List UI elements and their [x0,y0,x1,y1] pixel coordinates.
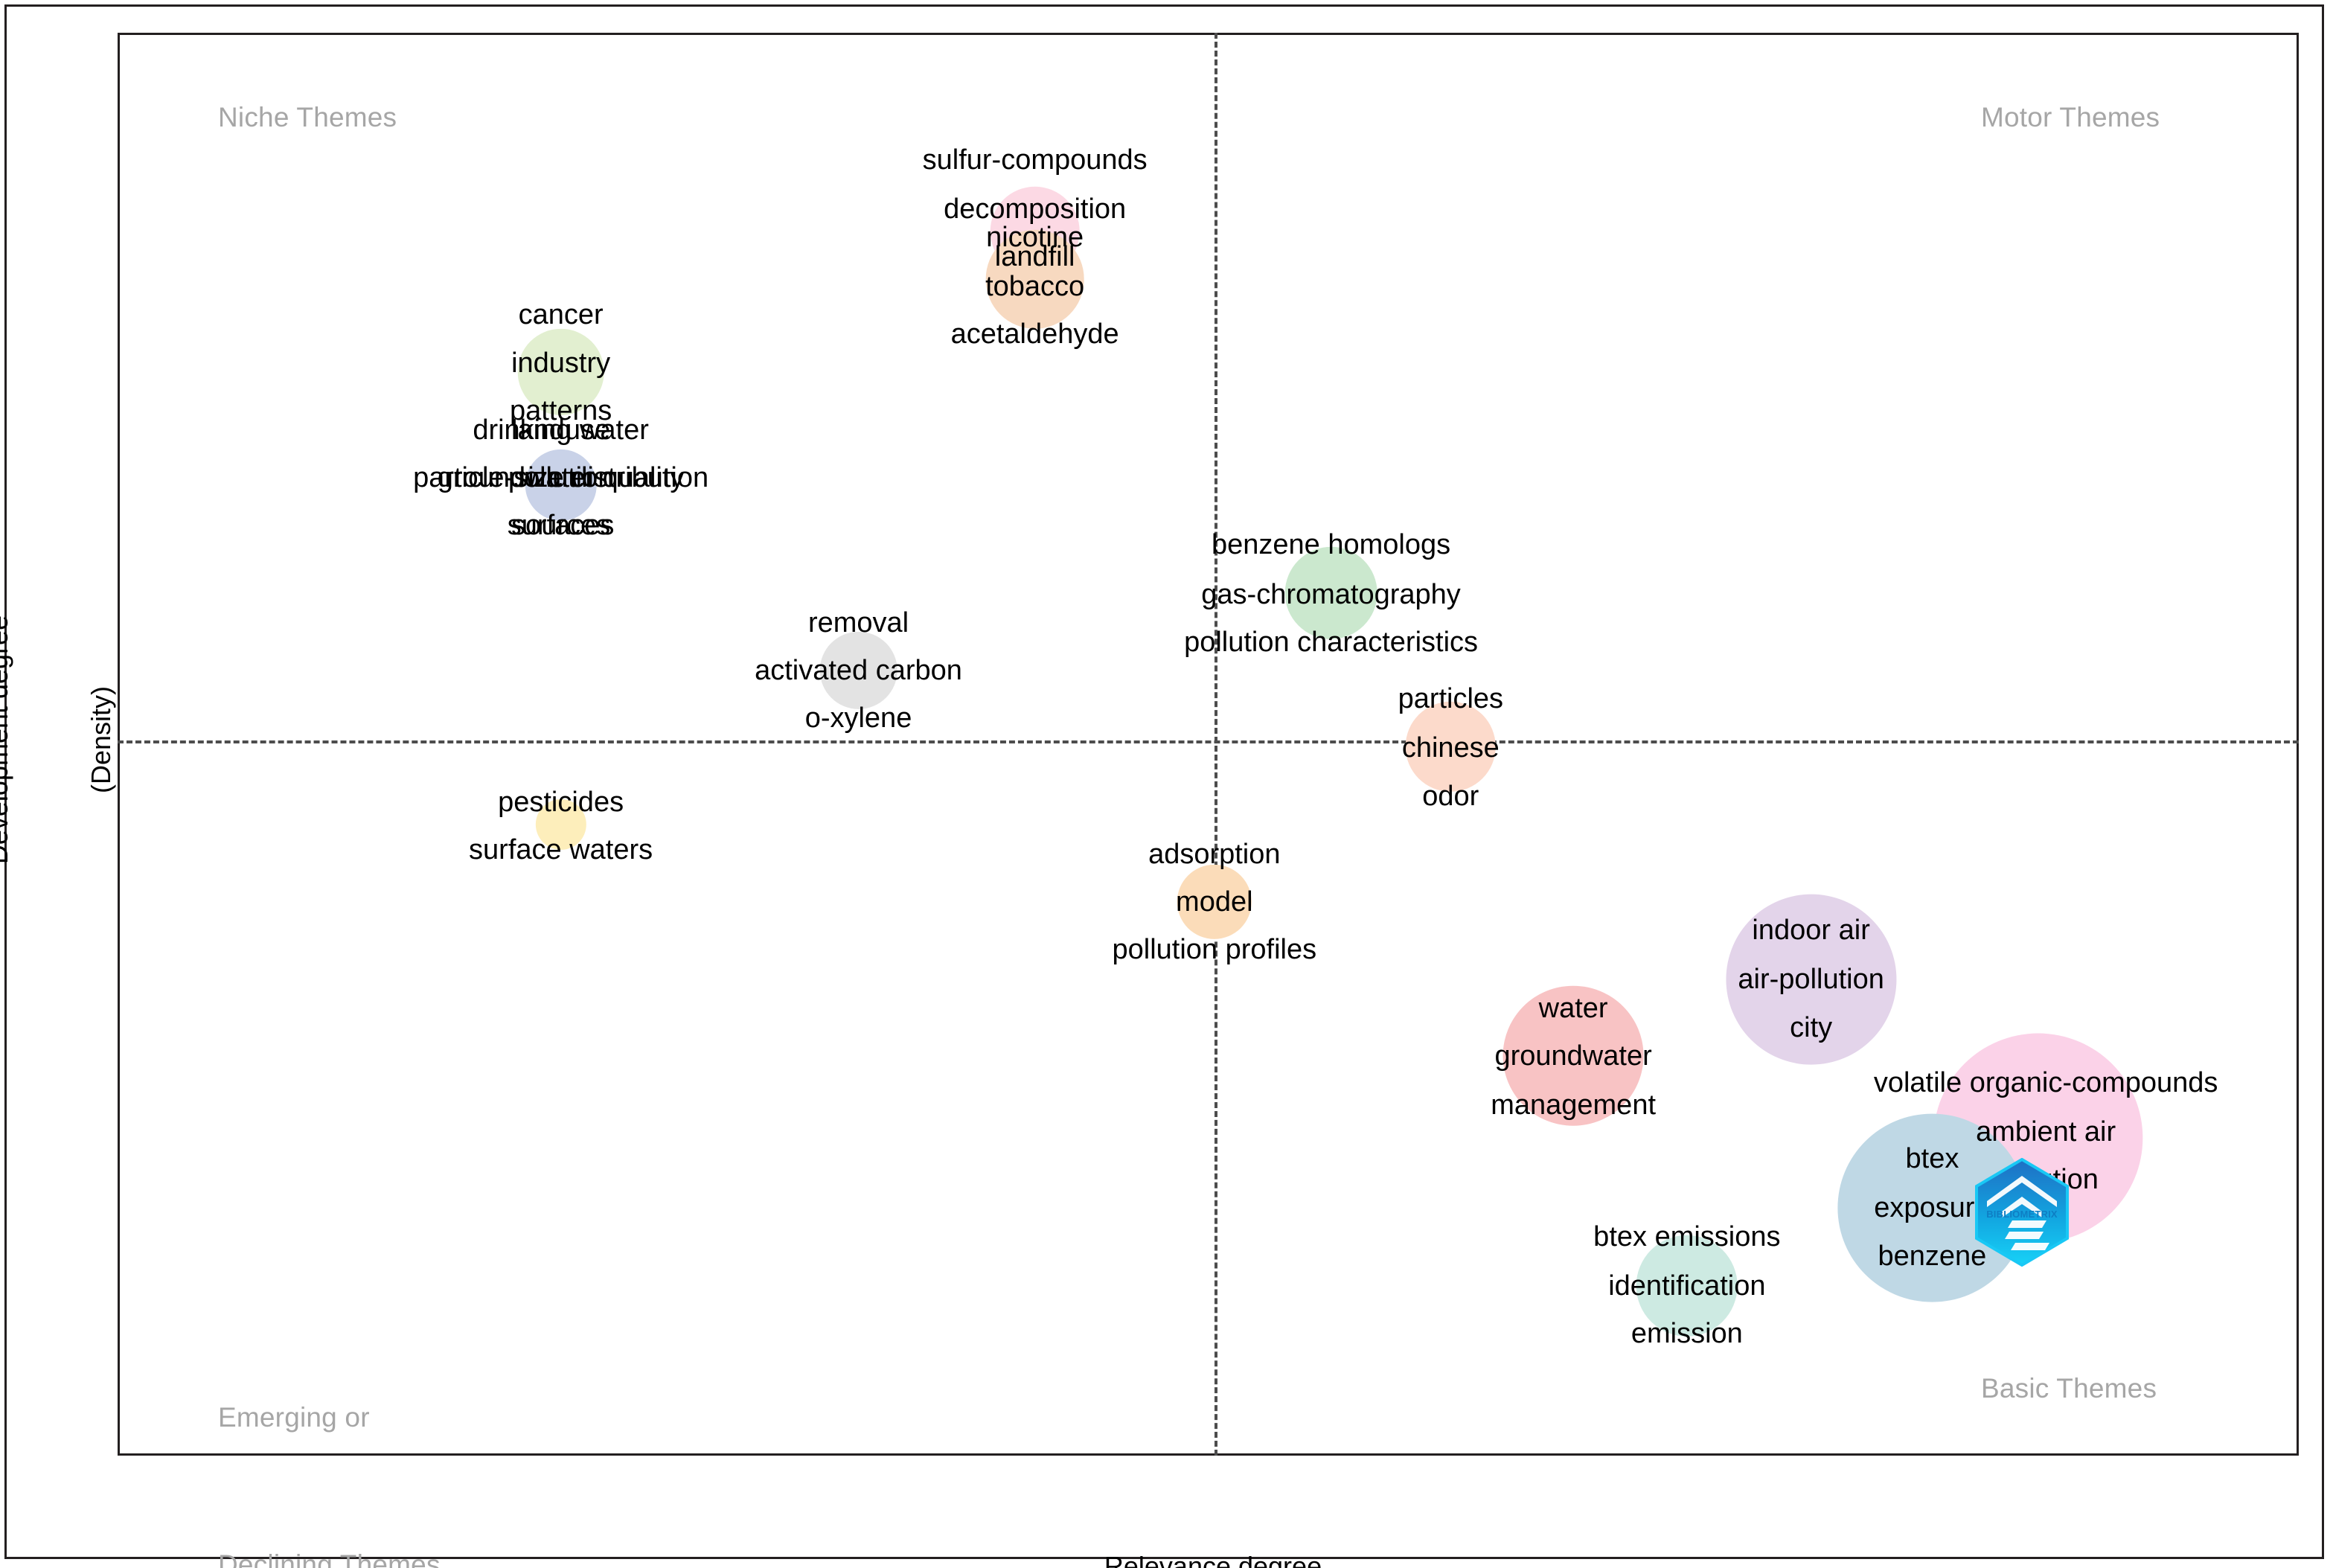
cluster-term-label: particles [1398,683,1504,715]
cluster-term-label: acetaldehyde [950,319,1119,351]
cluster-term-label: pesticides [498,786,624,818]
cluster-term-label: drinking water [473,414,649,446]
cluster-term-label: model [1176,886,1253,918]
cluster-term-label: groundwater quality [437,462,685,494]
cluster-term-label: management [1491,1089,1657,1121]
cluster-term-label: o-xylene [804,703,912,735]
cluster-term-label: pollution characteristics [1184,626,1479,658]
cluster-term-label: surface waters [469,833,653,865]
cluster-term-label: groundwater [1494,1040,1652,1072]
cluster-term-label: surfaces [507,510,615,542]
cluster-term-label: emission [1630,1317,1743,1349]
x-axis-title: Relevance degree (Centrality) [841,1470,1585,1568]
cluster-term-label: landuse [511,414,611,446]
cluster-term-label: pollution [508,462,614,494]
cluster-term-label: nicotine [986,222,1084,254]
cluster-term-label: city [1790,1011,1833,1043]
cluster-term-label: indoor air [1752,915,1870,947]
cluster-term-label: landfill [994,241,1075,273]
cluster-term-label: pollution profiles [1112,934,1317,966]
cluster-term-label: btex emissions [1593,1220,1781,1252]
cluster-term-label: btex [1905,1143,1959,1175]
quadrant-label-basic-themes: Basic Themes [1981,1373,2157,1404]
quadrant-label-emerging-declining-themes: Emerging or Declining Themes [218,1295,441,1568]
cluster-term-label: air-pollution [1738,964,1884,996]
cluster-term-label: tobacco [985,271,1085,303]
y-axis-title-line-2: (Density) [86,685,116,794]
vertical-reference-line [1214,33,1217,1456]
cluster-term-label: odor [1422,780,1479,812]
cluster-term-label: removal [807,607,909,639]
cluster-term-label: adsorption [1148,838,1281,870]
cluster-term-label: cancer [518,299,604,331]
figure-outer-border [4,4,2324,1559]
cluster-term-label: volatile organic-compounds [1873,1066,2218,1098]
cluster-term-label: identification [1608,1270,1766,1302]
cluster-term-label: industry [511,347,611,379]
cluster-term-label: water [1538,992,1608,1024]
cluster-term-label: sulfur-compounds [922,144,1148,176]
cluster-term-label: gas-chromatography [1201,578,1461,610]
cluster-term-label: benzene [1878,1240,1987,1272]
cluster-term-label: ambient air [1976,1116,2116,1148]
cluster-term-label: particle-size distribution [413,462,709,494]
cluster-term-label: chinese [1401,732,1500,764]
cluster-term-label: exposure [1874,1192,1991,1224]
quadrant-label-line-2: Declining Themes [218,1549,441,1568]
horizontal-reference-line [118,740,2299,743]
quadrant-label-line-1: Emerging or [218,1402,370,1433]
cluster-term-label: activated carbon [755,654,962,686]
svg-text:BIBLIOMETRIX: BIBLIOMETRIX [1986,1209,2058,1220]
quadrant-label-motor-themes: Motor Themes [1981,102,2160,132]
bibliometrix-watermark-logo: BIBLIOMETRIX [1974,1158,2070,1267]
cluster-term-label: patterns [509,394,612,426]
y-axis-title: Development degree (Density) [0,569,187,911]
cluster-term-label: decomposition [944,193,1127,225]
quadrant-label-niche-themes: Niche Themes [218,102,397,132]
x-axis-title-line-1: Relevance degree [1104,1551,1322,1568]
cluster-term-label: benzene homologs [1211,529,1451,561]
cluster-term-label: sources [511,510,611,542]
y-axis-title-line-1: Development degree [0,615,13,865]
